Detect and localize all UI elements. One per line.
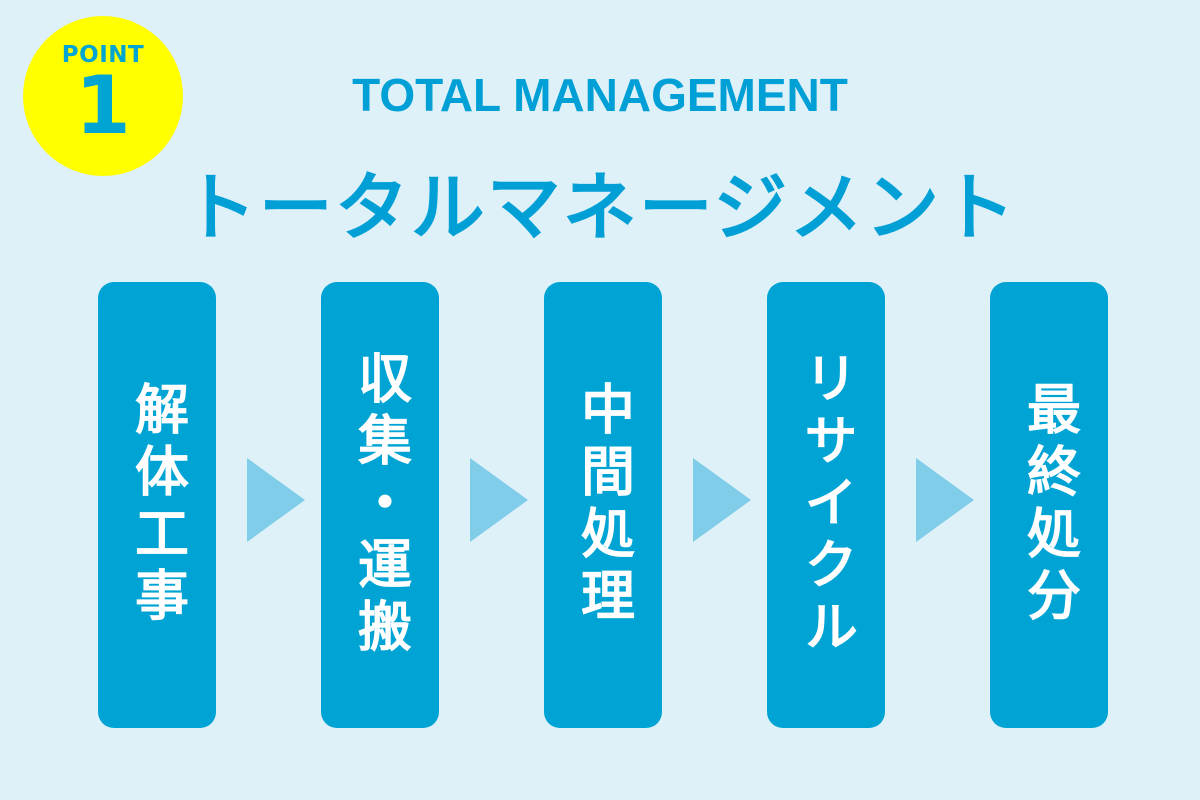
step-label: 中間処理 <box>571 381 635 629</box>
title-japanese: トータルマネージメント <box>182 165 1018 251</box>
step-final-disposal: 最終処分 <box>990 282 1108 728</box>
point-badge: POINT 1 <box>23 16 183 176</box>
step-label: 収集・運搬 <box>348 350 412 660</box>
point-label: POINT <box>61 42 145 68</box>
arrow-right-icon <box>470 458 528 542</box>
arrow-right-icon <box>247 458 305 542</box>
arrow-right-icon <box>693 458 751 542</box>
step-label: 解体工事 <box>125 381 189 629</box>
point-number: 1 <box>75 59 131 152</box>
step-label: リサイクル <box>794 350 858 660</box>
step-intermediate-treatment: 中間処理 <box>544 282 662 728</box>
step-recycle: リサイクル <box>767 282 885 728</box>
title-english: TOTAL MANAGEMENT <box>352 69 848 121</box>
step-label: 最終処分 <box>1017 381 1081 629</box>
step-collection-transport: 収集・運搬 <box>321 282 439 728</box>
arrow-right-icon <box>916 458 974 542</box>
step-demolition: 解体工事 <box>98 282 216 728</box>
